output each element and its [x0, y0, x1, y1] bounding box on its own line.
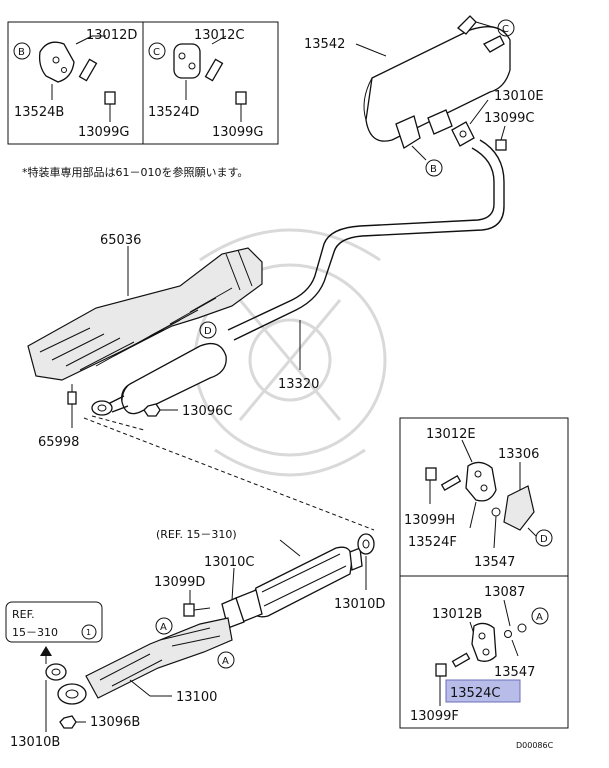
part-label-13012c: 13012C [194, 28, 244, 43]
front-pipe-flange [57, 683, 87, 705]
callout-letter-b-2: B [430, 164, 437, 175]
part-label-13524c: 13524C [450, 686, 500, 701]
part-label-13547-1: 13547 [474, 555, 515, 570]
front-pipe-assembly: A A 13100 13010B 13096B [10, 617, 235, 750]
detail-box-d: 13012E 13306 13099H 13524F 13547 D [399, 417, 569, 577]
reference-label-2: (REF. 15－310) [156, 528, 237, 541]
gasket-13010b [45, 663, 67, 681]
bolt-13099c [495, 139, 507, 151]
hanger-rod-13012b [451, 652, 471, 668]
callout-letter-d-2: D [540, 534, 548, 545]
center-pipe-13320-upper [227, 147, 495, 331]
part-label-13524b: 13524B [14, 105, 64, 120]
reference-label-1-line2: 15－310 [12, 626, 58, 639]
detail-box-a: 13087 A 13012B 13547 13524C 13099F [399, 575, 569, 729]
callout-letter-a-3: A [222, 656, 229, 667]
heat-protector-assembly: 65036 65998 [27, 233, 263, 450]
muffler-bracket [395, 115, 421, 149]
arrow-up-icon [40, 646, 52, 656]
rubber-hanger-13524c [471, 622, 497, 662]
bolt-65998 [67, 391, 77, 405]
heat-protector-65036 [27, 247, 263, 381]
part-label-65998: 65998 [38, 435, 79, 450]
bolt-13099h [425, 467, 437, 481]
callout-letter-c-2: C [502, 24, 509, 35]
hanger-rod-13012c [204, 58, 224, 82]
callout-letter-a-1: A [536, 612, 543, 623]
diagram-code: D00086C [516, 741, 554, 750]
part-label-13099g-2: 13099G [212, 125, 263, 140]
front-flange [91, 400, 113, 416]
part-label-13320: 13320 [278, 377, 319, 392]
bracket-13306 [503, 485, 535, 531]
part-label-13010c: 13010C [204, 555, 254, 570]
bolt-13099d [183, 603, 195, 617]
hanger-rod-13012e [440, 475, 462, 491]
gasket-13010d [357, 533, 375, 555]
part-label-13087: 13087 [484, 585, 525, 600]
callout-letter-d-1: D [204, 326, 212, 337]
part-label-13012b: 13012B [432, 607, 482, 622]
part-label-13099g-1: 13099G [78, 125, 129, 140]
part-label-13012d: 13012D [86, 28, 137, 43]
part-label-13096b: 13096B [90, 715, 140, 730]
part-label-13012e: 13012E [426, 427, 476, 442]
catalytic-converter-assembly: (REF. 15－310) 13010D 13010C 13099D [154, 528, 385, 629]
center-pipe-assembly: D 13320 13096C [91, 139, 505, 419]
part-label-13524d: 13524D [148, 105, 199, 120]
callout-letter-b: B [18, 47, 25, 58]
part-label-13010e: 13010E [494, 89, 544, 104]
part-label-13099d: 13099D [154, 575, 205, 590]
bolt-13099g-1 [104, 91, 116, 105]
highlight-13524c [445, 679, 521, 703]
rubber-hanger-13524d [173, 43, 201, 79]
part-label-13306: 13306 [498, 447, 539, 462]
part-label-13542: 13542 [304, 37, 345, 52]
detail-box-b: B 13012D 13524B 13099G [7, 21, 144, 145]
dashed-relation-line-1 [83, 417, 375, 531]
callout-letter-a-2: A [160, 622, 167, 633]
part-label-13099c: 13099C [484, 111, 534, 126]
part-label-13100: 13100 [176, 690, 217, 705]
part-label-13524f: 13524F [408, 535, 457, 550]
part-label-13099f: 13099F [410, 709, 459, 724]
rubber-hanger-13524f [465, 461, 497, 502]
bushing-13547-1 [491, 507, 501, 517]
front-pipe-13100 [85, 617, 233, 699]
reference-box-1: REF. 15－310 1 [5, 601, 103, 643]
nut-13096c [143, 403, 161, 417]
rubber-hanger-13524b [38, 41, 75, 83]
part-label-13547-2: 13547 [494, 665, 535, 680]
reference-label-1-line1: REF. [12, 608, 35, 621]
main-muffler-assembly: C B 13542 13010E 13099C [304, 15, 544, 177]
detail-box-c: C 13012C 13524D 13099G [142, 21, 279, 145]
bolt-13099f [435, 663, 447, 677]
bushing-13547-2 [517, 623, 527, 633]
nut-13096b [59, 715, 77, 729]
part-label-13010b: 13010B [10, 735, 60, 750]
gasket-13010e [451, 121, 475, 147]
callout-letter-c-1: C [153, 47, 160, 58]
part-label-65036: 65036 [100, 233, 141, 248]
reference-label-1-num: 1 [86, 628, 91, 637]
bolt-13099g-2 [235, 91, 247, 105]
part-label-13010d: 13010D [334, 597, 385, 612]
hanger-rod-13012d [78, 58, 98, 82]
part-label-13099h: 13099H [404, 513, 455, 528]
part-label-13096c: 13096C [182, 404, 232, 419]
special-vehicle-note: *特装車専用部品は61－010を参照願います。 [22, 165, 248, 179]
